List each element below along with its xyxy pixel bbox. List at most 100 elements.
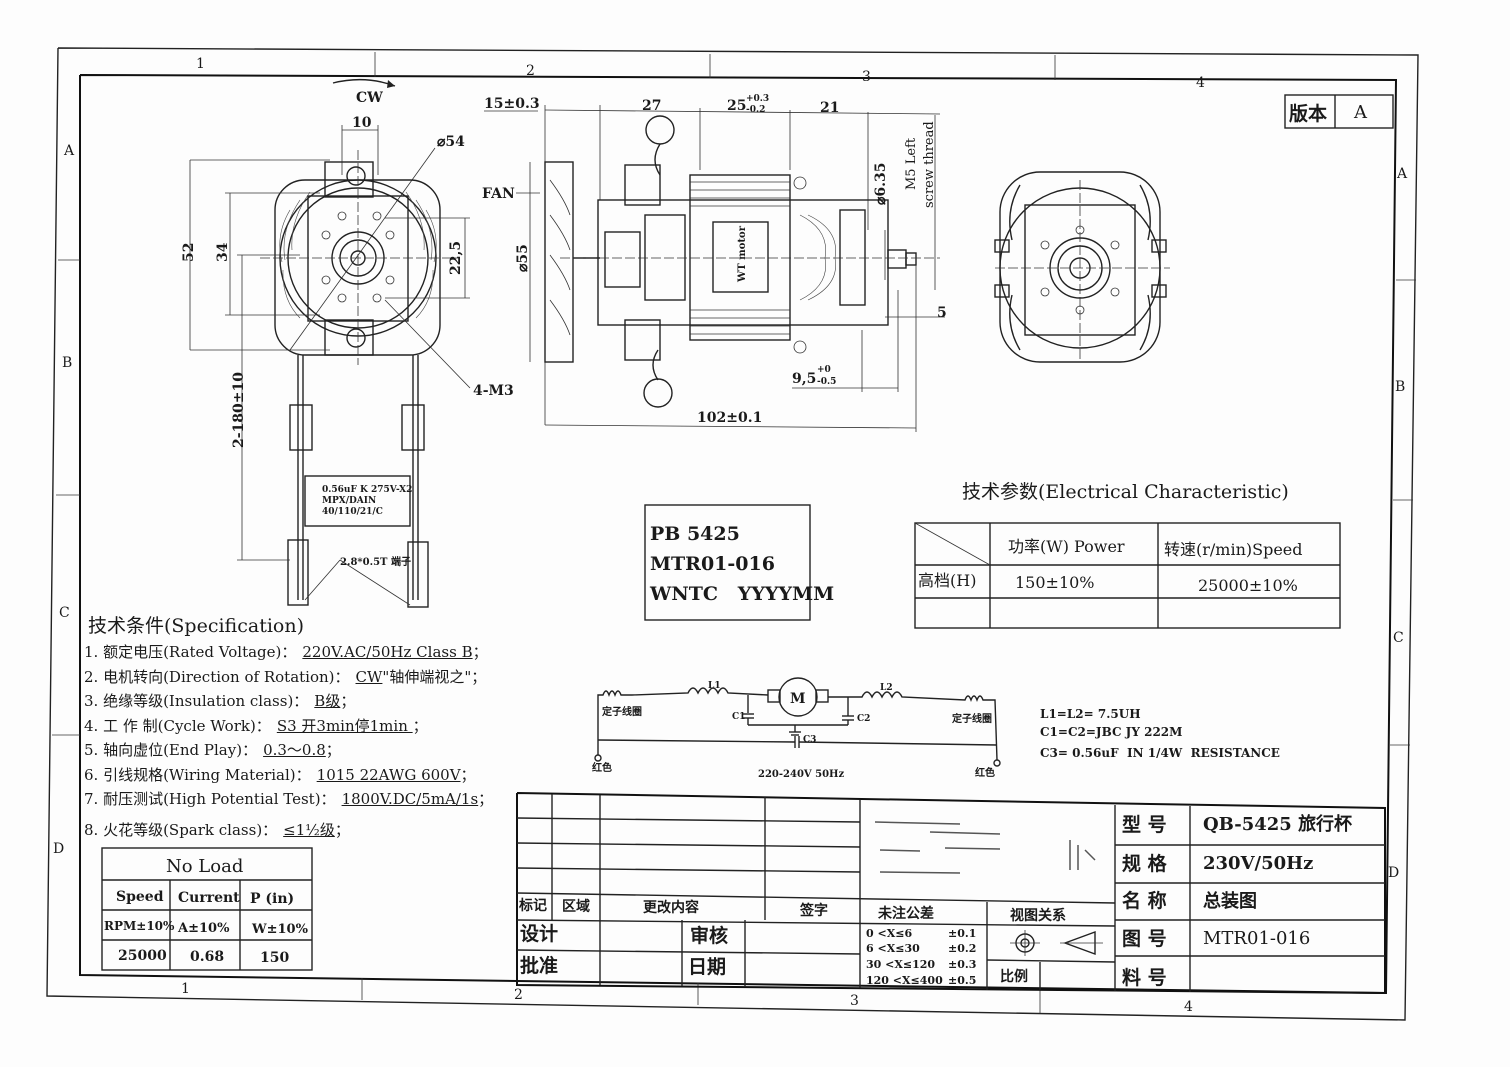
dim-dia55: ⌀55 bbox=[515, 244, 531, 272]
zone-row-c: C bbox=[59, 605, 70, 621]
spec-item-label: 7. 耐压测试(High Potential Test)： bbox=[84, 790, 336, 808]
circuit-note-1: L1=L2= 7.5UH bbox=[1040, 707, 1141, 721]
marking-line-1: PB 5425 bbox=[650, 523, 740, 545]
marking-line-2: MTR01-016 bbox=[650, 553, 775, 575]
dim-9-5-tol-upper: +0 bbox=[817, 365, 831, 375]
stator-laminations bbox=[690, 181, 790, 335]
tolerance-range-2: 6 <X≤30 bbox=[866, 942, 920, 955]
spec-item-end: ； bbox=[412, 716, 428, 735]
spec-item-label: 8. 火花等级(Spark class)： bbox=[84, 820, 278, 839]
brand-label: WT motor bbox=[737, 225, 748, 283]
screw-callout: 4-M3 bbox=[473, 383, 514, 399]
spec-item-end: ； bbox=[478, 790, 494, 808]
spec-item-label: 4. 工 作 制(Cycle Work)： bbox=[84, 716, 271, 735]
capacitor-label-3: 40/110/21/C bbox=[322, 507, 383, 517]
capacitor-label-2: MPX/DAIN bbox=[322, 496, 376, 506]
spec-item-label: 1. 额定电压(Rated Voltage)： bbox=[84, 643, 297, 661]
spec-item: 7. 耐压测试(High Potential Test)：1800V.DC/5m… bbox=[84, 787, 493, 812]
spec-item: 5. 轴向虚位(End Play)：0.3～0.8； bbox=[84, 738, 493, 763]
dim-34: 34 bbox=[215, 242, 231, 262]
high-speed-label: 高档(H) bbox=[918, 571, 976, 590]
zone-col-3: 3 bbox=[862, 69, 871, 85]
electrical-title: 技术参数(Electrical Characteristic) bbox=[962, 481, 1289, 503]
rev-content-header: 更改内容 bbox=[643, 899, 699, 916]
specification-list: 技术条件(Specification) bbox=[88, 615, 304, 637]
cw-arrow-icon bbox=[332, 78, 396, 87]
tolerance-value-2: ±0.2 bbox=[948, 942, 976, 955]
power-header: 功率(W) Power bbox=[1008, 537, 1125, 556]
version-label: 版本 bbox=[1289, 102, 1327, 125]
specification-title: 技术条件(Specification) bbox=[88, 615, 304, 637]
spec-item: 4. 工 作 制(Cycle Work)：S3 开3min停1min ； bbox=[84, 714, 493, 739]
dim-25: 25 bbox=[727, 98, 746, 114]
zone-col-1: 1 bbox=[196, 56, 205, 72]
spec-item-value: ≤1½级 bbox=[283, 820, 335, 839]
spec-item-label: 5. 轴向虚位(End Play)： bbox=[84, 741, 258, 759]
designed-label: 设计 bbox=[520, 923, 558, 945]
tolerance-value-1: ±0.1 bbox=[948, 927, 976, 940]
dim-dia54: ⌀54 bbox=[437, 134, 465, 150]
no-load-unit-power: W±10% bbox=[251, 922, 309, 937]
c2-label: C2 bbox=[857, 714, 870, 724]
erased-marks bbox=[874, 821, 1096, 874]
dim-9-5-tol-lower: -0.5 bbox=[817, 377, 836, 387]
checked-label: 审核 bbox=[690, 924, 728, 947]
tolerance-range-3: 30 <X≤120 bbox=[866, 958, 935, 971]
zone-row-a-right: A bbox=[1396, 166, 1408, 182]
spec-label: 规 格 bbox=[1122, 852, 1168, 875]
title-block: 标记 区域 更改内容 签字 设计 审核 批准 日期 未注公差 0 <X≤6 ±0… bbox=[516, 792, 1386, 995]
spec-item-end: ； bbox=[472, 643, 488, 661]
zone-col-3-bottom: 3 bbox=[850, 993, 859, 1009]
zone-col-4-bottom: 4 bbox=[1184, 999, 1193, 1015]
drawing-no-label: 图 号 bbox=[1122, 928, 1167, 950]
view-relation-label: 视图关系 bbox=[1010, 907, 1066, 924]
spec-item-end: "轴伸端视之"； bbox=[382, 667, 487, 686]
spec-item-value: 220V.AC/50Hz Class B bbox=[302, 643, 473, 661]
part-no-label: 料 号 bbox=[1122, 966, 1167, 989]
spec-item: 2. 电机转向(Direction of Rotation)：CW"轴伸端视之"… bbox=[84, 665, 493, 690]
name-label: 名 称 bbox=[1122, 889, 1167, 912]
speed-value: 25000±10% bbox=[1198, 576, 1298, 595]
stator-coil-right: 定子线圈 bbox=[952, 712, 992, 725]
zone-col-4: 4 bbox=[1196, 75, 1205, 91]
wiring-circuit: 定子线圈 定子线圈 L1 L2 C1 C2 C3 M 红色 红色 220-240… bbox=[592, 677, 1280, 780]
rev-mark-header: 标记 bbox=[518, 897, 547, 914]
model-label: 型 号 bbox=[1122, 813, 1167, 836]
tolerance-range-1: 0 <X≤6 bbox=[866, 927, 912, 940]
power-value: 150±10% bbox=[1015, 573, 1095, 592]
side-view: 15±0.3 27 25 +0.3 -0.2 21 FAN ⌀55 WT mot… bbox=[482, 94, 947, 432]
c3-label: C3 bbox=[803, 735, 816, 745]
first-angle-projection-icon bbox=[1010, 930, 1103, 956]
zone-labels: 1 2 3 4 1 2 3 4 A B C D A B C D bbox=[53, 56, 1408, 1015]
version-box: 版本 A bbox=[1284, 94, 1394, 129]
dim-25-tol-upper: +0.3 bbox=[746, 94, 769, 104]
drawing-no-value: MTR01-016 bbox=[1203, 928, 1310, 949]
no-load-header-power: P (in) bbox=[250, 891, 294, 907]
zone-col-1-bottom: 1 bbox=[181, 981, 190, 997]
zone-row-b-right: B bbox=[1395, 379, 1405, 395]
model-value: QB-5425 旅行杯 bbox=[1203, 813, 1353, 835]
spec-item: 3. 绝缘等级(Insulation class)：B级； bbox=[84, 689, 493, 714]
inductor-l2 bbox=[828, 691, 998, 761]
dim-10: 10 bbox=[352, 115, 372, 131]
no-load-power-value: 150 bbox=[260, 950, 289, 966]
spec-value: 230V/50Hz bbox=[1203, 853, 1313, 874]
spec-item-label: 6. 引线规格(Wiring Material)： bbox=[84, 765, 311, 784]
approved-label: 批准 bbox=[520, 955, 558, 977]
zone-col-2-bottom: 2 bbox=[514, 987, 523, 1003]
spec-item-value: 1015 22AWG 600V bbox=[316, 765, 461, 784]
thread-label-1: M5 Left bbox=[904, 137, 919, 190]
spec-item: 1. 额定电压(Rated Voltage)： 220V.AC/50Hz Clas… bbox=[84, 640, 493, 665]
dim-52: 52 bbox=[181, 243, 197, 262]
circuit-note-2: C1=C2=JBC JY 222M bbox=[1040, 725, 1182, 739]
spec-item-end: ； bbox=[340, 692, 356, 710]
no-load-current-value: 0.68 bbox=[190, 949, 224, 965]
no-load-table: No Load Speed Current P (in) RPM±10% A±1… bbox=[101, 847, 313, 971]
marking-line-3: WNTC YYYYMM bbox=[649, 583, 834, 605]
marking-box: PB 5425 MTR01-016 WNTC YYYYMM bbox=[644, 504, 834, 621]
rev-zone-header: 区域 bbox=[562, 898, 590, 915]
no-load-header-current: Current bbox=[178, 890, 240, 906]
dim-27: 27 bbox=[642, 98, 661, 114]
tolerance-value-3: ±0.3 bbox=[948, 958, 976, 971]
specification-items: 1. 额定电压(Rated Voltage)： 220V.AC/50Hz Clas… bbox=[84, 640, 493, 842]
